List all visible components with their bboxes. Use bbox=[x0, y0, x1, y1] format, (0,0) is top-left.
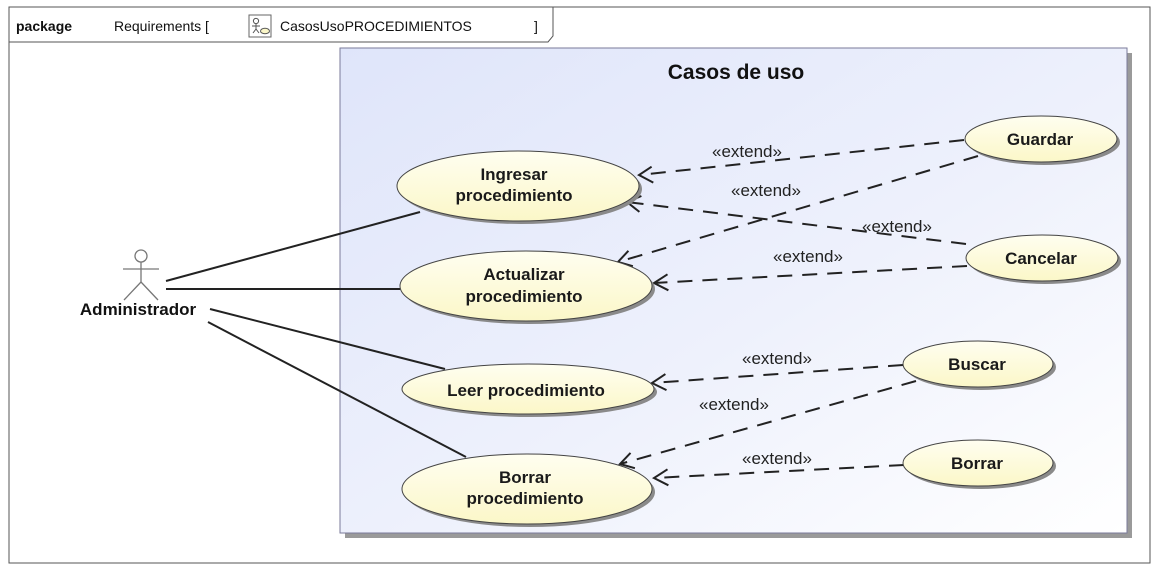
frame-close: ] bbox=[534, 18, 538, 34]
use-case-label: Buscar bbox=[948, 355, 1006, 374]
use-case-label: Guardar bbox=[1007, 130, 1074, 149]
extend-guardar-actualizar bbox=[617, 155, 979, 263]
use-case-label: Borrar bbox=[951, 454, 1003, 473]
use-case-guardar[interactable]: Guardar bbox=[964, 115, 1120, 165]
extend-label: «extend» bbox=[773, 247, 843, 266]
subject-title: Casos de uso bbox=[668, 61, 805, 84]
use-case-cancelar[interactable]: Cancelar bbox=[965, 234, 1121, 284]
actor-name: Administrador bbox=[80, 300, 197, 319]
use-case-label: procedimiento bbox=[455, 186, 572, 205]
extend-label: «extend» bbox=[742, 349, 812, 368]
association-leer bbox=[209, 308, 446, 370]
extend-arrowhead bbox=[618, 452, 636, 470]
extend-label: «extend» bbox=[699, 395, 769, 414]
use-case-borrar[interactable]: Borrar bbox=[902, 439, 1056, 489]
extend-arrowhead bbox=[651, 468, 669, 487]
extend-borrar-borrar-proc bbox=[653, 464, 905, 479]
extend-buscar-leer bbox=[651, 364, 904, 384]
association-ingresar bbox=[165, 211, 421, 282]
extend-arrowhead bbox=[649, 373, 667, 391]
extend-arrowhead bbox=[637, 165, 654, 184]
extend-cancelar-ingresar bbox=[626, 201, 967, 245]
frame-keyword: package bbox=[16, 18, 72, 34]
use-case-buscar[interactable]: Buscar bbox=[902, 340, 1056, 390]
frame-name: Requirements [ bbox=[114, 18, 209, 34]
stick-figure-actor-icon bbox=[123, 249, 159, 301]
use-case-label: procedimiento bbox=[465, 287, 582, 306]
extend-guardar-ingresar bbox=[638, 139, 965, 176]
use-case-diagram-icon bbox=[248, 14, 272, 38]
extend-label: «extend» bbox=[731, 181, 801, 200]
package-frame-tab bbox=[9, 7, 554, 43]
use-case-label: Actualizar bbox=[483, 265, 565, 284]
use-case-label: Leer procedimiento bbox=[447, 381, 605, 400]
extend-label: «extend» bbox=[862, 217, 932, 236]
use-case-borrar-procedimiento[interactable]: Borrar procedimiento bbox=[401, 453, 655, 527]
associations bbox=[165, 211, 467, 458]
extend-dependencies bbox=[616, 139, 979, 487]
frame-diagram-name: CasosUsoPROCEDIMIENTOS bbox=[280, 18, 472, 34]
use-case-actualizar-procedimiento[interactable]: Actualizar procedimiento bbox=[399, 250, 655, 324]
extend-arrowhead bbox=[651, 273, 669, 292]
use-case-label: Cancelar bbox=[1005, 249, 1077, 268]
use-case-label: Ingresar bbox=[480, 165, 547, 184]
extend-label: «extend» bbox=[712, 142, 782, 161]
use-case-label: Borrar bbox=[499, 468, 551, 487]
extend-cancelar-actualizar bbox=[653, 265, 968, 284]
use-case-leer-procedimiento[interactable]: Leer procedimiento bbox=[401, 363, 657, 417]
actor-administrador[interactable]: Administrador bbox=[80, 249, 197, 319]
use-case-ingresar-procedimiento[interactable]: Ingresar procedimiento bbox=[396, 150, 642, 224]
extend-label: «extend» bbox=[742, 449, 812, 468]
use-case-label: procedimiento bbox=[466, 489, 583, 508]
extend-buscar-borrar-proc bbox=[619, 380, 917, 465]
association-borrar-proc bbox=[207, 321, 467, 458]
